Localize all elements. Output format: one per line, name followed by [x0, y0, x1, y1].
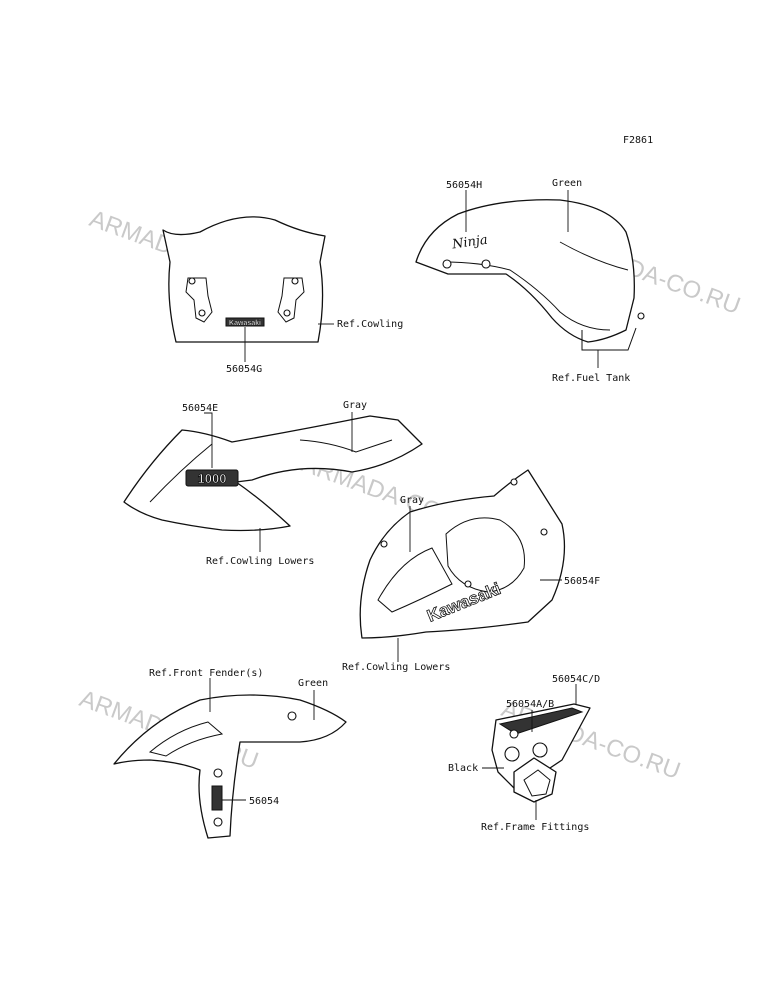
upper-cowling-outline	[123, 415, 423, 532]
label-black: Black	[448, 763, 478, 774]
fitting-bolt	[532, 742, 548, 758]
label-green-fender: Green	[298, 678, 328, 689]
tank-emblem-text: Ninja	[450, 233, 488, 253]
label-ref-cowling-lowers-1: Ref.Cowling Lowers	[206, 556, 314, 567]
windshield-drawing: Kawasaki 56054G Ref.Cowling	[162, 216, 403, 375]
frame-fitting-inner-block	[523, 769, 551, 797]
windshield-emblem-text: Kawasaki	[229, 320, 261, 327]
fuel-tank-outline	[415, 199, 635, 343]
fender-decal-56054	[211, 785, 223, 811]
frame-fitting-lower-block	[513, 757, 557, 803]
fender-stripe	[148, 721, 224, 757]
upper-cowling-panel-line	[149, 439, 393, 503]
mount-hole	[291, 277, 299, 285]
label-ref-fuel-tank: Ref.Fuel Tank	[552, 373, 630, 384]
fitting-bolt	[509, 729, 519, 739]
label-56054E: 56054E	[182, 403, 218, 414]
label-56054F: 56054F	[564, 576, 600, 587]
mount-hole	[283, 309, 291, 317]
cowl-bolt	[464, 580, 472, 588]
tank-base	[581, 327, 637, 351]
label-green-tank: Green	[552, 178, 582, 189]
label-56054-fender: 56054	[249, 796, 279, 807]
label-56054G: 56054G	[226, 364, 262, 375]
tank-trim-line	[443, 261, 611, 331]
leader-56054E	[204, 412, 213, 468]
frame-fittings-drawing: 56054C/D 56054A/B Black Ref.Frame Fittin…	[448, 674, 600, 833]
tank-bolt	[481, 259, 491, 269]
fender-bolt	[213, 817, 223, 827]
label-gray-upper: Gray	[343, 400, 367, 411]
label-ref-frame-fittings: Ref.Frame Fittings	[481, 822, 589, 833]
label-56054AB: 56054A/B	[506, 699, 554, 710]
fender-bolt	[213, 768, 223, 778]
fitting-bolt	[504, 746, 520, 762]
label-ref-cowling-lowers-2: Ref.Cowling Lowers	[342, 662, 450, 673]
lower-cowling-outline	[359, 469, 566, 639]
label-56054H: 56054H	[446, 180, 482, 191]
mount-hole	[188, 277, 196, 285]
cowl-bolt	[510, 478, 518, 486]
front-fender-outline	[113, 694, 347, 839]
label-gray-lower: Gray	[400, 495, 424, 506]
fuel-tank-drawing: Ninja 56054H Green Ref.Fuel Tank	[415, 178, 645, 384]
tank-trim-line-2	[559, 241, 629, 271]
lower-cowling-panel	[377, 547, 453, 613]
tank-bolt	[442, 259, 452, 269]
front-fender-drawing: Ref.Front Fender(s) Green 56054	[113, 668, 347, 839]
label-56054CD: 56054C/D	[552, 674, 600, 685]
tank-bolt	[637, 312, 645, 320]
upper-cowl-emblem	[185, 469, 239, 487]
cowl-bolt	[540, 528, 548, 536]
mount-hole	[198, 309, 206, 317]
windshield-emblem-decal	[225, 317, 265, 327]
figure-code: F2861	[623, 135, 653, 146]
lower-cowling-drawing: Kawasaki Gray 56054F Ref.Cowling Lowers	[342, 469, 600, 673]
upper-cowling-drawing: 1000 56054E Gray Ref.Cowling Lowers	[123, 400, 423, 567]
windshield-right-mount	[277, 277, 305, 323]
label-ref-cowling: Ref.Cowling	[337, 319, 403, 330]
windshield-left-mount	[185, 277, 213, 323]
label-ref-front-fender: Ref.Front Fender(s)	[149, 668, 263, 679]
upper-cowl-emblem-text: 1000	[198, 471, 227, 486]
cowl-bolt	[380, 540, 388, 548]
frame-fitting-black-strip	[498, 707, 584, 735]
fender-bolt	[287, 711, 297, 721]
